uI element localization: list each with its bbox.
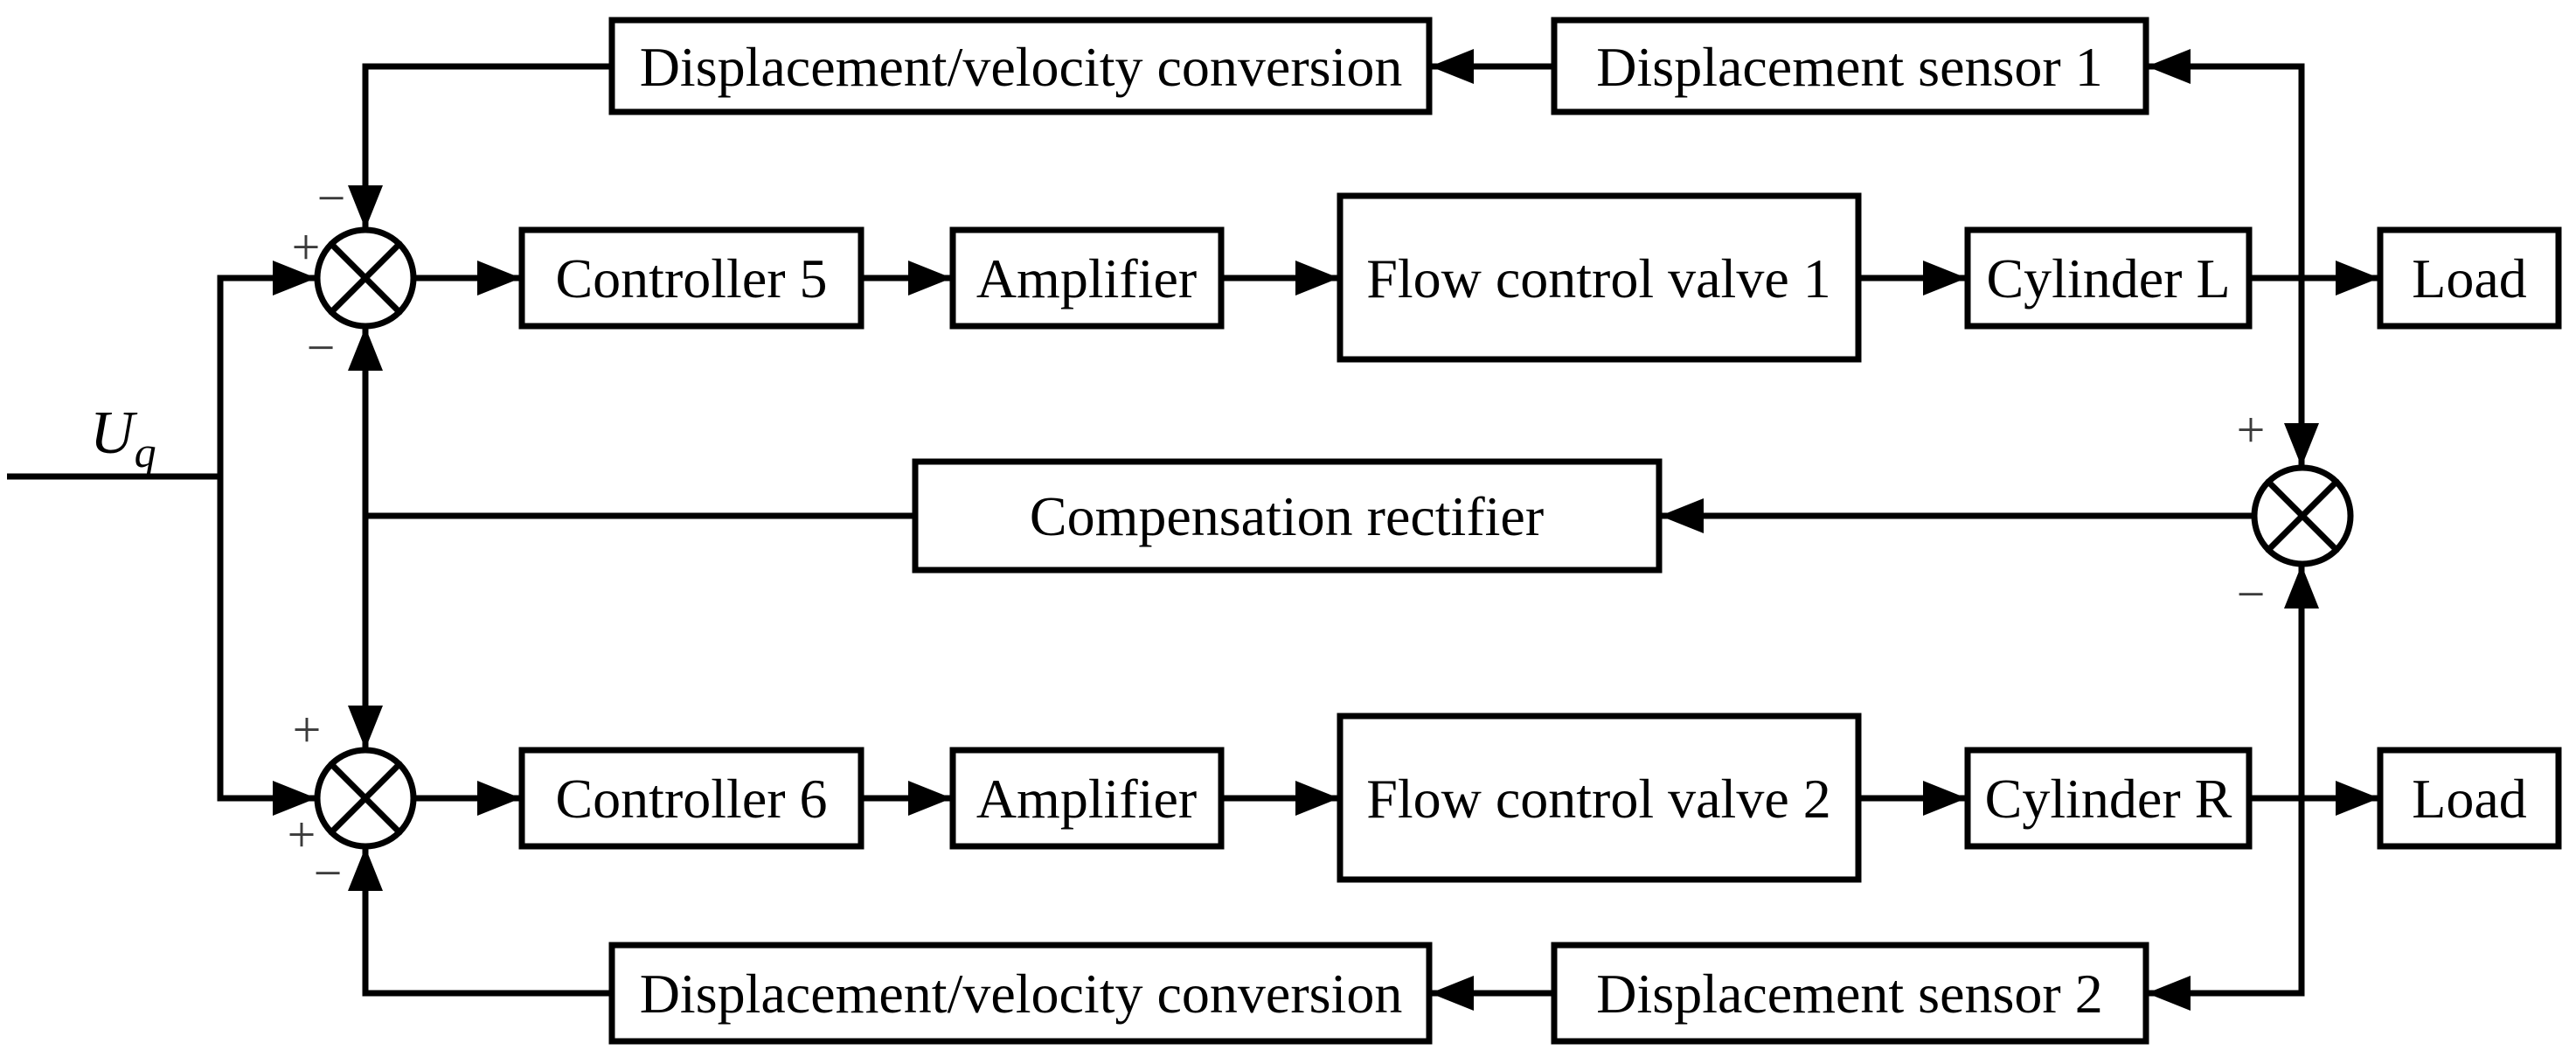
block-valve-top-rect (1337, 192, 1862, 363)
junction-cross (328, 240, 403, 316)
block-conversion-top-rect (608, 17, 1433, 115)
right-junction-top-sign: + (2237, 401, 2266, 458)
lower-junction-top-sign: + (293, 701, 322, 758)
block-sensor-top-label: Displacement sensor 1 (1596, 36, 2102, 98)
block-amplifier-bottom-rect (949, 747, 1225, 850)
block-load-top: Load (2377, 226, 2562, 330)
block-conversion-bottom-label: Displacement/velocity conversion (640, 963, 1403, 1025)
junction-cross (2265, 478, 2340, 553)
input-signal-label: Uq (90, 400, 156, 476)
block-amplifier-bottom-label: Amplifier (976, 768, 1197, 830)
block-compensation-label: Compensation rectifier (1030, 485, 1544, 547)
block-load-bottom-rect (2377, 747, 2562, 850)
wire-conversion1-to-junction-top (348, 63, 612, 229)
block-sensor-bottom-rect (1551, 942, 2149, 1045)
block-conversion-top-label: Displacement/velocity conversion (640, 36, 1403, 98)
block-cylinder-top: Cylinder L (1964, 226, 2253, 330)
block-amplifier-bottom: Amplifier (949, 747, 1225, 850)
upper-junction-top-sign: − (317, 170, 346, 226)
wire-tap-to-sensor1 (2147, 49, 2305, 278)
junction-cross (328, 761, 403, 836)
block-controller-top-rect (518, 226, 864, 330)
block-controller-top-label: Controller 5 (555, 247, 827, 309)
upper-junction-bottom-sign: − (307, 319, 336, 376)
wire-tap-to-sensor2 (2147, 798, 2305, 1011)
block-sensor-bottom-label: Displacement sensor 2 (1596, 963, 2102, 1025)
wire-conversion2-to-junction-bottom (348, 847, 612, 997)
input-signal-symbol: U (90, 400, 138, 467)
block-compensation-rect (912, 458, 1663, 574)
block-valve-top-label: Flow control valve 1 (1366, 247, 1830, 309)
block-sensor-top-rect (1551, 17, 2149, 115)
block-valve-top: Flow control valve 1 (1337, 192, 1862, 363)
block-cylinder-bottom: Cylinder R (1964, 747, 2253, 850)
block-sensor-top: Displacement sensor 1 (1551, 17, 2149, 115)
right-junction-bottom-sign: − (2237, 566, 2266, 622)
block-load-bottom: Load (2377, 747, 2562, 850)
block-controller-bottom-label: Controller 6 (555, 768, 827, 830)
block-conversion-bottom: Displacement/velocity conversion (608, 942, 1433, 1045)
block-amplifier-top-rect (949, 226, 1225, 330)
summing-junction-right (2251, 464, 2354, 567)
block-sensor-bottom: Displacement sensor 2 (1551, 942, 2149, 1045)
block-valve-bottom-label: Flow control valve 2 (1366, 768, 1830, 830)
lower-junction-left-sign: + (288, 806, 316, 863)
block-conversion-bottom-rect (608, 942, 1433, 1045)
block-cylinder-bottom-label: Cylinder R (1985, 768, 2232, 830)
block-valve-bottom: Flow control valve 2 (1337, 713, 1862, 883)
input-branch-lower (217, 476, 316, 816)
block-cylinder-top-rect (1964, 226, 2253, 330)
summing-junction-lower (314, 747, 417, 850)
input-signal-subscript: q (135, 428, 156, 476)
block-cylinder-bottom-rect (1964, 747, 2253, 850)
block-load-bottom-label: Load (2412, 768, 2527, 830)
summing-junction-upper (314, 226, 417, 330)
upper-junction-left-sign: + (292, 219, 321, 275)
block-conversion-top: Displacement/velocity conversion (608, 17, 1433, 115)
block-load-top-label: Load (2412, 247, 2527, 309)
block-cylinder-top-label: Cylinder L (1986, 247, 2230, 309)
input-branch-upper (217, 261, 316, 476)
block-controller-bottom-rect (518, 747, 864, 850)
block-compensation: Compensation rectifier (912, 458, 1663, 574)
block-load-top-rect (2377, 226, 2562, 330)
block-amplifier-top: Amplifier (949, 226, 1225, 330)
block-amplifier-top-label: Amplifier (976, 247, 1197, 309)
block-controller-bottom: Controller 6 (518, 747, 864, 850)
block-valve-bottom-rect (1337, 713, 1862, 883)
block-controller-top: Controller 5 (518, 226, 864, 330)
lower-junction-bottom-sign: − (314, 845, 343, 901)
